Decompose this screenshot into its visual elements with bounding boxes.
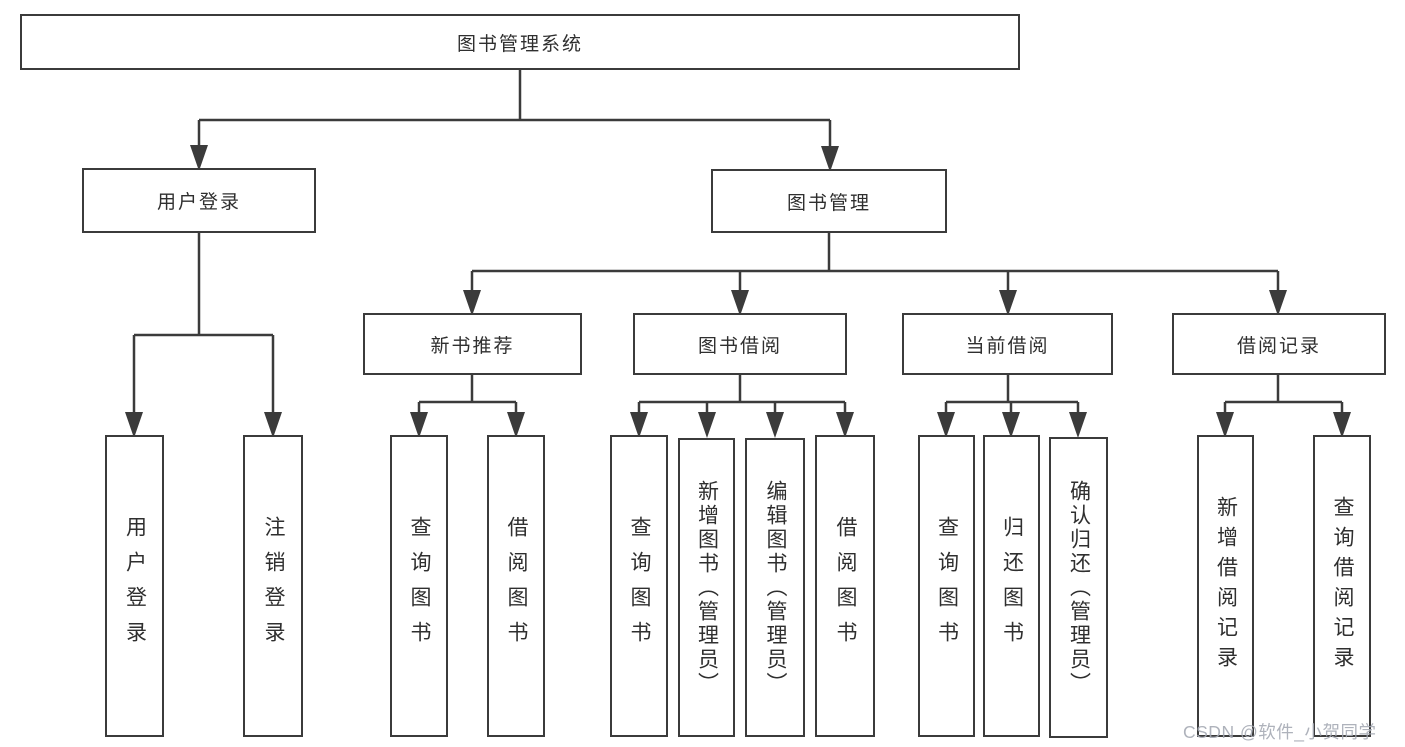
node-current-borrow-label: 当前借阅 xyxy=(965,335,1050,357)
edge-root xyxy=(197,70,832,147)
node-leaf-bb-edit-label: 编辑图书（管理员） xyxy=(764,479,787,696)
node-leaf-bb-edit: 编辑图书（管理员） xyxy=(745,438,805,737)
node-borrow-records: 借阅记录 xyxy=(1172,313,1386,375)
node-leaf-cb-query: 查询图书 xyxy=(918,435,975,737)
node-user-login: 用户登录 xyxy=(82,168,316,233)
node-leaf-nb-query: 查询图书 xyxy=(390,435,448,737)
node-leaf-bb-query-label: 查询图书 xyxy=(628,516,651,656)
node-leaf-br-query: 查询借阅记录 xyxy=(1313,435,1371,737)
connector-arrowheads xyxy=(125,145,1351,438)
edge-book-mgmt xyxy=(470,233,1280,292)
node-leaf-br-query-label: 查询借阅记录 xyxy=(1331,496,1354,676)
node-book-borrow: 图书借阅 xyxy=(633,313,847,375)
node-leaf-logout: 注销登录 xyxy=(243,435,303,737)
node-leaf-nb-query-label: 查询图书 xyxy=(408,516,431,656)
watermark: CSDN @软件_小贺同学 xyxy=(1183,722,1377,742)
node-leaf-logout-label: 注销登录 xyxy=(262,516,285,656)
node-leaf-nb-borrow-label: 借阅图书 xyxy=(505,516,528,656)
node-leaf-bb-query: 查询图书 xyxy=(610,435,668,737)
node-leaf-br-add: 新增借阅记录 xyxy=(1197,435,1254,737)
node-new-books: 新书推荐 xyxy=(363,313,582,375)
node-leaf-nb-borrow: 借阅图书 xyxy=(487,435,545,737)
node-leaf-cb-return-label: 归还图书 xyxy=(1000,516,1024,656)
node-leaf-bb-borrow: 借阅图书 xyxy=(815,435,875,737)
node-current-borrow: 当前借阅 xyxy=(902,313,1113,375)
node-leaf-bb-add-label: 新增图书（管理员） xyxy=(695,479,719,696)
node-book-mgmt: 图书管理 xyxy=(711,169,947,233)
edge-user-login xyxy=(132,233,275,414)
node-leaf-bb-add: 新增图书（管理员） xyxy=(678,438,735,737)
node-root-label: 图书管理系统 xyxy=(456,33,583,55)
connector-lines xyxy=(132,70,1344,414)
node-leaf-cb-confirm-label: 确认归还（管理员） xyxy=(1067,479,1091,696)
node-book-mgmt-label: 图书管理 xyxy=(786,192,871,214)
node-new-books-label: 新书推荐 xyxy=(430,335,515,357)
node-leaf-cb-return: 归还图书 xyxy=(983,435,1040,737)
node-leaf-br-add-label: 新增借阅记录 xyxy=(1214,496,1238,676)
node-book-borrow-label: 图书借阅 xyxy=(697,335,782,357)
node-leaf-cb-query-label: 查询图书 xyxy=(935,516,959,656)
node-root: 图书管理系统 xyxy=(20,14,1020,70)
node-leaf-bb-borrow-label: 借阅图书 xyxy=(834,516,857,656)
node-leaf-user-login-label: 用户登录 xyxy=(123,516,147,656)
node-user-login-label: 用户登录 xyxy=(156,192,241,213)
edge-new-books xyxy=(417,375,518,414)
node-leaf-user-login: 用户登录 xyxy=(105,435,164,737)
edge-book-borrow xyxy=(637,375,847,414)
edge-current-borrow xyxy=(944,375,1080,414)
node-borrow-records-label: 借阅记录 xyxy=(1236,335,1321,357)
edge-borrow-records xyxy=(1223,375,1344,414)
node-leaf-cb-confirm: 确认归还（管理员） xyxy=(1049,437,1108,738)
